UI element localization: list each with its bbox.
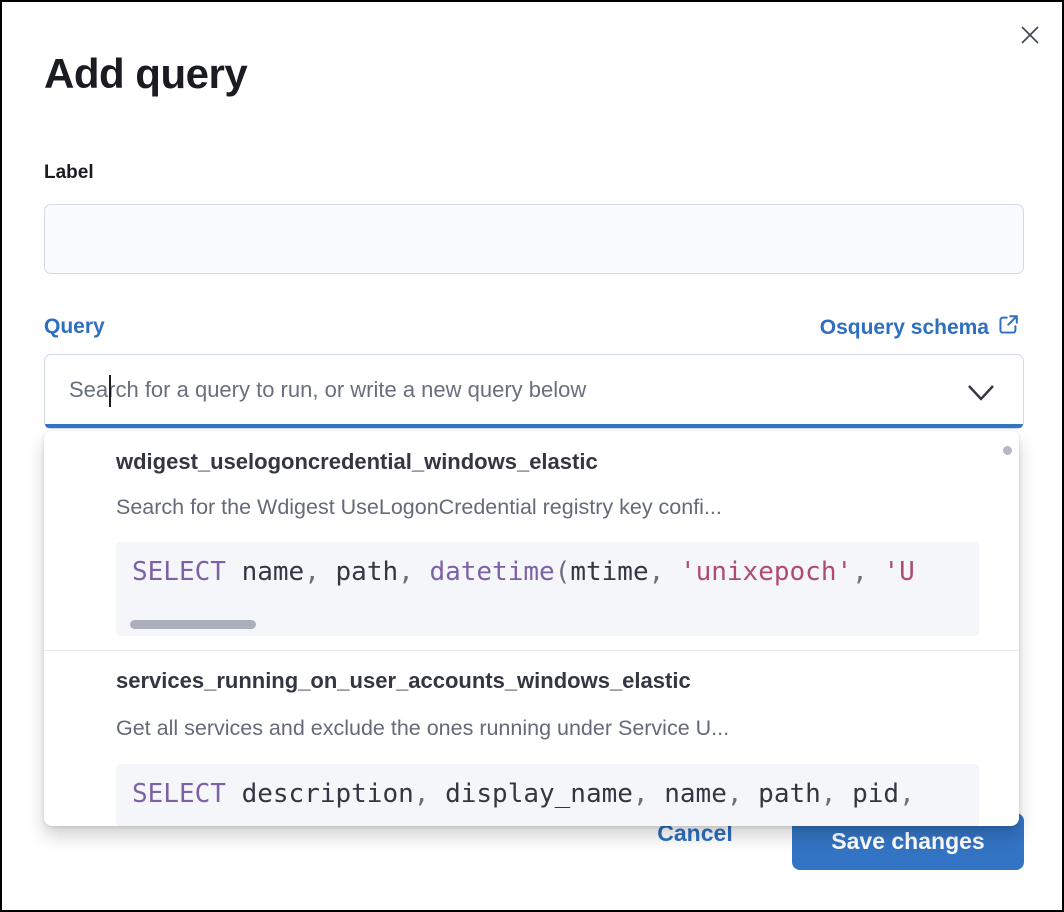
- label-field-label: Label: [44, 162, 94, 183]
- osquery-schema-link-label: Osquery schema: [819, 315, 989, 339]
- label-input[interactable]: [44, 204, 1024, 274]
- close-button[interactable]: [1012, 18, 1048, 54]
- query-option-title[interactable]: wdigest_uselogoncredential_windows_elast…: [116, 449, 598, 474]
- vertical-scrollbar-thumb[interactable]: [1003, 446, 1012, 455]
- query-combobox[interactable]: [44, 354, 1024, 429]
- close-icon: [1019, 24, 1041, 49]
- chevron-down-icon[interactable]: [965, 383, 997, 408]
- query-search-input[interactable]: [69, 355, 949, 425]
- combobox-focus-underline: [45, 424, 1023, 428]
- option-divider: [44, 650, 1019, 651]
- query-option-description[interactable]: Get all services and exclude the ones ru…: [116, 716, 730, 740]
- osquery-schema-link[interactable]: Osquery schema: [820, 313, 1020, 342]
- page-title: Add query: [44, 50, 248, 97]
- query-option-sql-preview[interactable]: SELECT name, path, datetime(mtime, 'unix…: [116, 542, 979, 636]
- query-option-sql-preview[interactable]: SELECT description, display_name, name, …: [116, 764, 979, 826]
- query-suggestions-dropdown: wdigest_uselogoncredential_windows_elast…: [44, 431, 1019, 826]
- query-field-label: Query: [44, 315, 105, 338]
- text-cursor: [109, 375, 111, 407]
- query-option-title[interactable]: services_running_on_user_accounts_window…: [116, 668, 691, 693]
- query-option-description[interactable]: Search for the Wdigest UseLogonCredentia…: [116, 495, 722, 519]
- external-link-icon: [997, 313, 1020, 342]
- horizontal-scrollbar-thumb[interactable]: [130, 620, 256, 629]
